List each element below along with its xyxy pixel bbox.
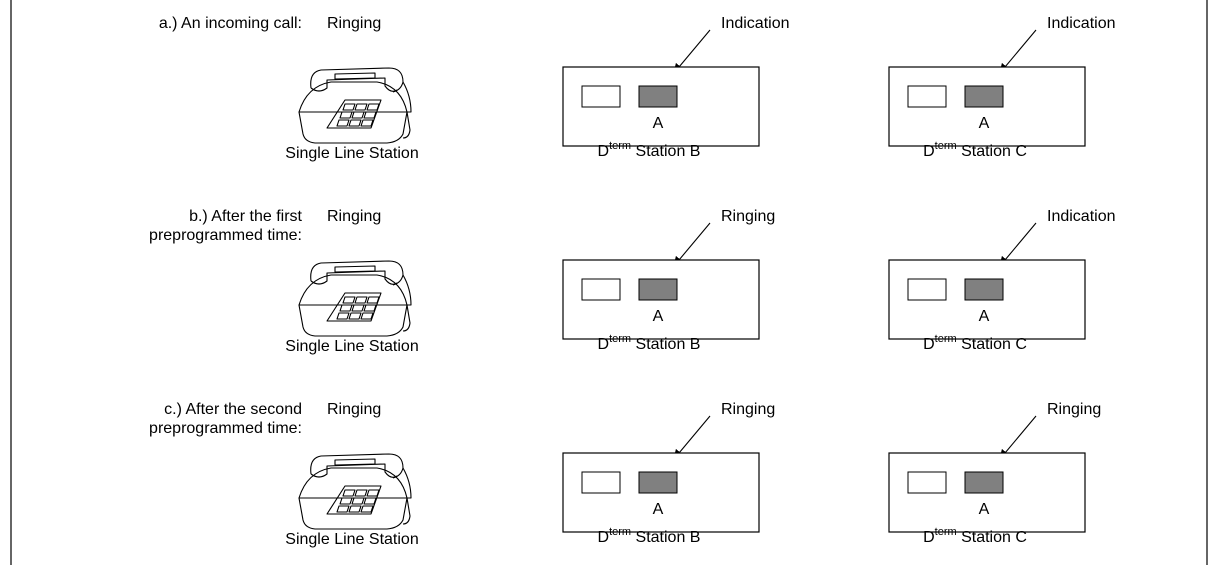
status-pointer-arrow — [673, 415, 711, 460]
line-key-a — [964, 471, 1004, 494]
status-pointer-arrow — [673, 222, 711, 267]
station-status: Ringing — [1047, 401, 1102, 418]
station-caption: Dterm Station B — [551, 333, 747, 356]
key-label: A — [652, 501, 664, 518]
caption-suffix: Station C — [956, 529, 1027, 546]
line-key-a — [638, 471, 678, 494]
caption-prefix: D — [597, 336, 610, 353]
dterm-station — [562, 66, 760, 147]
caption-superscript: term — [609, 526, 632, 538]
status-pointer-arrow — [999, 415, 1037, 460]
key-label: A — [978, 308, 990, 325]
caption-prefix: D — [923, 529, 935, 546]
caption-suffix: Station B — [631, 529, 701, 546]
section-label-cont: preprogrammed time: — [149, 420, 302, 437]
station-caption: Dterm Station C — [877, 526, 1073, 549]
dterm-station — [888, 452, 1086, 533]
caption-prefix: D — [923, 143, 935, 160]
station-caption: Dterm Station C — [877, 333, 1073, 356]
caption-prefix: D — [597, 143, 610, 160]
line-key-off — [581, 471, 621, 494]
phone-caption: Single Line Station — [285, 145, 419, 162]
status-pointer-arrow — [999, 29, 1037, 74]
line-key-off — [907, 471, 947, 494]
dterm-station — [888, 66, 1086, 147]
section-label-cont: preprogrammed time: — [149, 227, 302, 244]
station-caption: Dterm Station C — [877, 140, 1073, 163]
phone-status: Ringing — [327, 208, 382, 225]
caption-superscript: term — [609, 140, 632, 152]
station-status: Indication — [721, 15, 790, 32]
caption-suffix: Station B — [631, 336, 701, 353]
station-status: Indication — [1047, 208, 1116, 225]
section-label: b.) After the first — [189, 208, 302, 225]
caption-prefix: D — [923, 336, 935, 353]
line-key-off — [581, 278, 621, 301]
caption-suffix: Station C — [956, 143, 1027, 160]
status-pointer-arrow — [673, 29, 711, 74]
desk-telephone-icon — [298, 453, 412, 530]
caption-suffix: Station B — [631, 143, 701, 160]
key-label: A — [652, 308, 664, 325]
line-key-a — [638, 85, 678, 108]
desk-telephone-icon — [298, 67, 412, 144]
caption-superscript: term — [609, 333, 632, 345]
line-key-a — [964, 278, 1004, 301]
dterm-station — [562, 259, 760, 340]
phone-status: Ringing — [327, 401, 382, 418]
line-key-a — [964, 85, 1004, 108]
key-label: A — [652, 115, 664, 132]
phone-status: Ringing — [327, 15, 382, 32]
phone-caption: Single Line Station — [285, 531, 419, 548]
station-status: Ringing — [721, 208, 776, 225]
caption-superscript: term — [934, 526, 957, 538]
key-label: A — [978, 501, 990, 518]
caption-superscript: term — [934, 140, 957, 152]
dterm-station — [888, 259, 1086, 340]
line-key-a — [638, 278, 678, 301]
line-key-off — [581, 85, 621, 108]
status-pointer-arrow — [999, 222, 1037, 267]
station-caption: Dterm Station B — [551, 526, 747, 549]
line-key-off — [907, 85, 947, 108]
caption-prefix: D — [597, 529, 610, 546]
caption-suffix: Station C — [956, 336, 1027, 353]
station-status: Indication — [1047, 15, 1116, 32]
line-key-off — [907, 278, 947, 301]
key-label: A — [978, 115, 990, 132]
section-label: c.) After the second — [164, 401, 302, 418]
section-label: a.) An incoming call: — [158, 15, 302, 32]
caption-superscript: term — [934, 333, 957, 345]
desk-telephone-icon — [298, 260, 412, 337]
station-status: Ringing — [721, 401, 776, 418]
dterm-station — [562, 452, 760, 533]
station-caption: Dterm Station B — [551, 140, 747, 163]
phone-caption: Single Line Station — [285, 338, 419, 355]
